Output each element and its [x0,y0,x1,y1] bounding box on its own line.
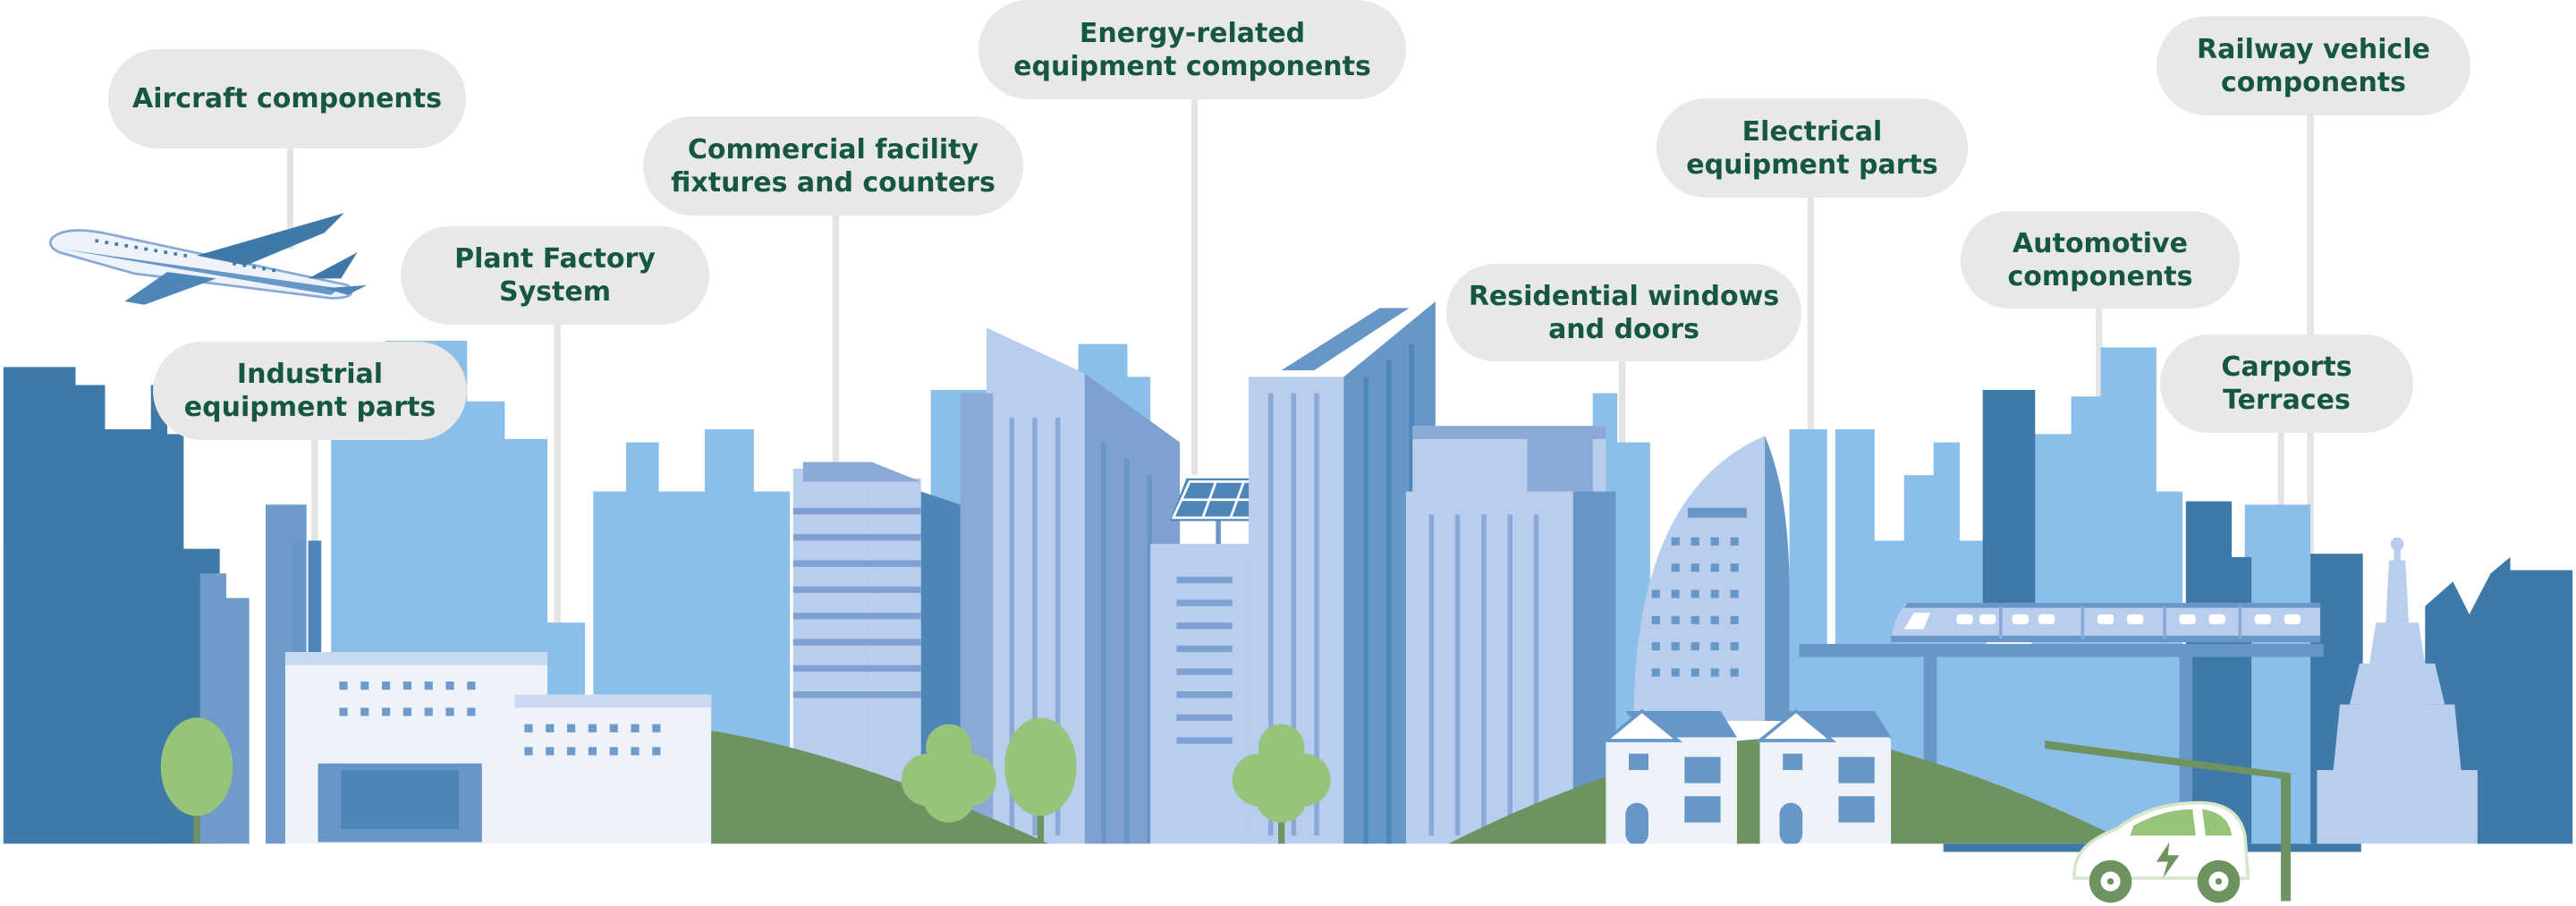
house-icon [1755,708,1892,846]
train-icon [1891,603,2321,643]
callout-aircraft-components: Aircraft components [108,49,466,148]
callout-railway-vehicle-components: Railway vehicle components [2157,16,2470,115]
skyline-dark [3,367,2573,849]
curved-tower [1633,436,1790,722]
skyscraper-slanted [1249,301,1436,844]
tree-icon [1232,724,1331,848]
callout-electrical-equipment-parts: Electrical equipment parts [1657,98,1968,198]
callout-commercial-facility-fixtures: Commercial facility fixtures and counter… [643,116,1023,216]
callout-industrial-equipment-parts: Industrial equipment parts [153,342,467,440]
callout-energy-related-components: Energy-related equipment components [979,0,1406,99]
callout-residential-windows-doors: Residential windows and doors [1446,264,1801,361]
callout-automotive-components: Automotive components [1961,211,2240,309]
callout-carports-terraces: Carports Terraces [2160,334,2413,433]
factory-icon [284,540,712,846]
pagoda-icon [2317,537,2478,849]
tree-icon [160,717,233,848]
tree-icon [901,724,996,848]
railway-viaduct [1799,643,2324,844]
tree-icon [1004,717,1077,848]
airplane-icon [49,213,368,305]
charging-icon [2045,740,2292,902]
office-building [1405,426,1616,846]
callout-plant-factory-system: Plant Factory System [401,226,709,325]
car-icon [2072,800,2250,903]
house-icon [1601,708,1737,846]
